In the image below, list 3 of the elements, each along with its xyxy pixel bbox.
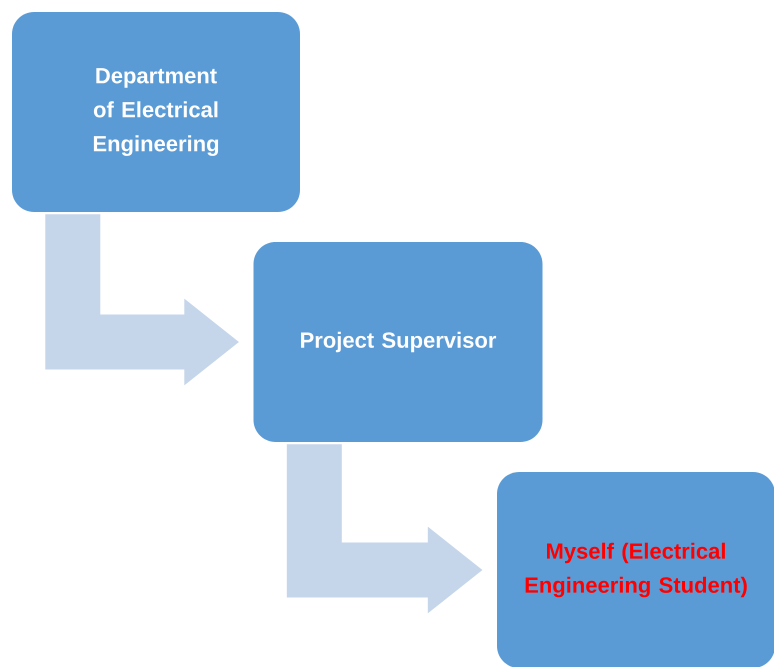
process-box: Department of Electrical Engineering bbox=[12, 12, 300, 212]
process-box: Myself (Electrical Engineering Student) bbox=[497, 472, 774, 667]
process-box: Project Supervisor bbox=[254, 242, 542, 442]
